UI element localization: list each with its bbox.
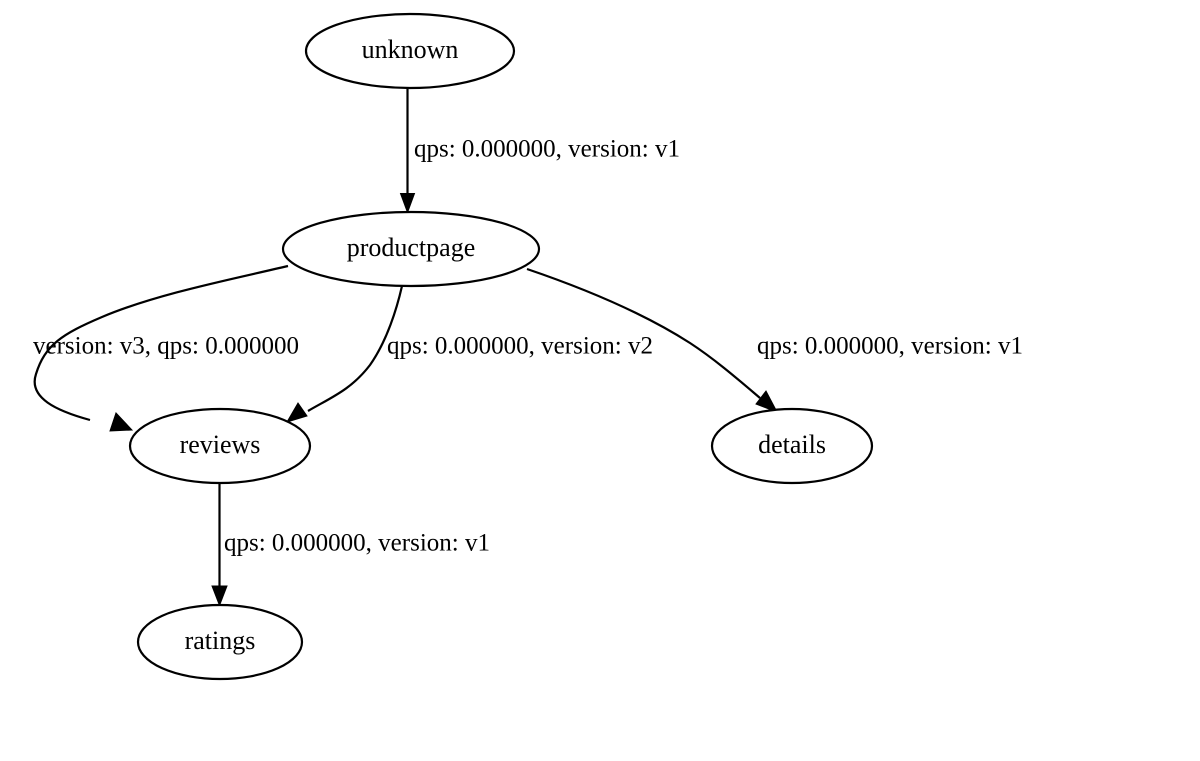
edge-label-unknown-productpage: qps: 0.000000, version: v1	[414, 136, 680, 163]
node-ellipse	[128, 407, 312, 485]
edge-label-productpage-reviews-v2: qps: 0.000000, version: v2	[387, 333, 653, 360]
node-label-productpage: productpage	[347, 233, 476, 262]
edge-productpage-reviews-v3[interactable]: version: v3, qps: 0.000000	[33, 264, 299, 432]
node-label-unknown: unknown	[362, 35, 459, 64]
arrowhead-icon	[285, 402, 308, 423]
node-ellipse	[281, 210, 541, 288]
arrowhead-icon	[109, 412, 134, 432]
node-ellipse	[136, 603, 304, 681]
edge-label-productpage-reviews-v3: version: v3, qps: 0.000000	[33, 333, 299, 360]
node-ellipse	[710, 407, 874, 485]
edge-label-productpage-details-v1: qps: 0.000000, version: v1	[757, 333, 1023, 360]
node-label-details: details	[758, 430, 826, 459]
edge-line	[526, 267, 761, 399]
node-ratings[interactable]: ratings	[136, 603, 304, 681]
edge-reviews-ratings-v1[interactable]: qps: 0.000000, version: v1	[211, 483, 490, 607]
arrowhead-icon	[755, 390, 779, 413]
edge-productpage-details-v1[interactable]: qps: 0.000000, version: v1	[526, 267, 1023, 413]
node-ellipse	[304, 12, 516, 90]
node-label-reviews: reviews	[180, 430, 261, 459]
node-reviews[interactable]: reviews	[128, 407, 312, 485]
edge-label-reviews-ratings-v1: qps: 0.000000, version: v1	[224, 530, 490, 557]
node-productpage[interactable]: productpage	[281, 210, 541, 288]
edge-productpage-reviews-v2[interactable]: qps: 0.000000, version: v2	[285, 285, 653, 423]
edge-unknown-productpage[interactable]: qps: 0.000000, version: v1	[399, 88, 680, 214]
arrowhead-icon	[399, 193, 416, 214]
node-unknown[interactable]: unknown	[304, 12, 516, 90]
node-details[interactable]: details	[710, 407, 874, 485]
edge-line	[307, 285, 404, 412]
node-label-ratings: ratings	[185, 626, 256, 655]
edge-line	[33, 264, 289, 422]
arrowhead-icon	[211, 585, 228, 607]
